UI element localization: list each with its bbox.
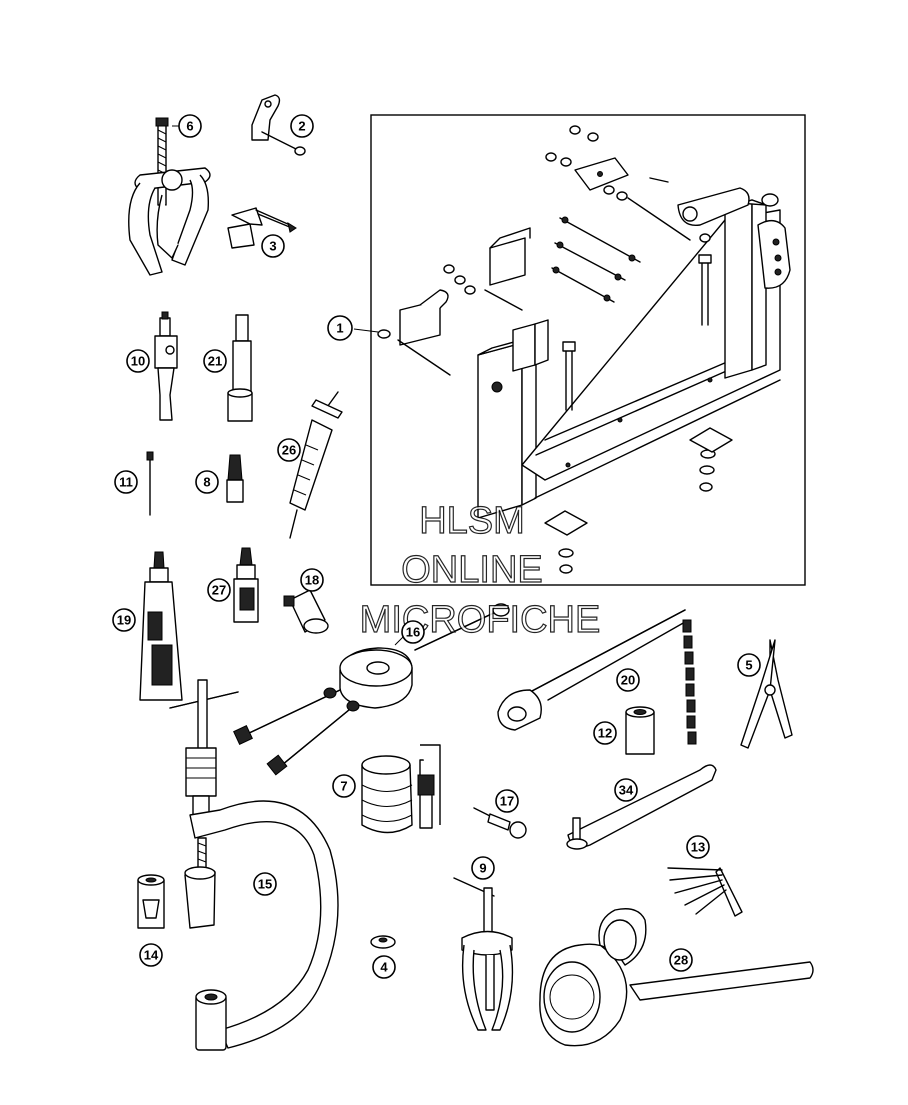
callout-12-label: 12 (598, 726, 612, 741)
part-19-tube (139, 551, 183, 701)
callout-19: 19 (112, 608, 136, 632)
callout-12: 12 (593, 721, 617, 745)
callout-5-label: 5 (745, 658, 752, 673)
callout-17-label: 17 (500, 794, 514, 809)
callout-28: 28 (669, 948, 693, 972)
chain (682, 619, 697, 745)
callout-26-label: 26 (282, 443, 296, 458)
callout-18: 18 (300, 568, 324, 592)
part-20-chain-tool (497, 609, 697, 745)
watermark-line-2: ONLINE (401, 549, 542, 591)
part-14-adapter (137, 874, 165, 929)
callout-3-label: 3 (269, 239, 276, 254)
part-17-pin-tool (473, 807, 527, 839)
callout-5: 5 (737, 653, 761, 677)
callout-15-label: 15 (258, 877, 272, 892)
callout-14: 14 (139, 943, 163, 967)
part-16-holder (233, 603, 510, 776)
part-28-clutch-holder (539, 908, 814, 1047)
callout-6-label: 6 (186, 119, 193, 134)
callout-18-label: 18 (305, 573, 319, 588)
part-10-tool (154, 311, 178, 421)
part-26-syringe (289, 391, 343, 539)
callout-27: 27 (207, 578, 231, 602)
callout-34: 34 (614, 778, 638, 802)
watermark-line-1: HLSM (419, 500, 525, 542)
callout-27-label: 27 (212, 583, 226, 598)
callout-2-label: 2 (298, 119, 305, 134)
callout-4: 4 (372, 955, 396, 979)
part-27-bottle (233, 547, 259, 623)
part-4-washer (370, 935, 396, 949)
callout-10: 10 (126, 349, 150, 373)
threaded-rods (551, 197, 691, 303)
callout-20: 20 (616, 668, 640, 692)
part-15-spring-compressor (169, 679, 339, 1051)
callout-1-label: 1 (336, 321, 343, 336)
callout-19-label: 19 (117, 613, 131, 628)
part-9-puller (453, 877, 514, 1031)
callout-34-label: 34 (619, 783, 634, 798)
callout-28-label: 28 (674, 953, 688, 968)
part-7-ring-compressor (361, 744, 441, 834)
callout-15: 15 (253, 872, 277, 896)
callout-8: 8 (195, 470, 219, 494)
callout-9-label: 9 (479, 861, 486, 876)
part-8-nozzle (226, 454, 244, 503)
callout-4-label: 4 (380, 960, 388, 975)
part-12-sleeve (625, 706, 655, 755)
callout-7: 7 (332, 774, 356, 798)
callout-26: 26 (277, 438, 301, 462)
callout-2: 2 (290, 114, 314, 138)
part-34-wrench (566, 764, 717, 850)
washers (377, 125, 716, 574)
callout-16: 16 (401, 620, 425, 644)
part-13-hex-keys (667, 867, 743, 917)
callout-16-label: 16 (406, 625, 420, 640)
part-6-puller (128, 117, 211, 276)
callout-13: 13 (686, 835, 710, 859)
callout-9: 9 (471, 856, 495, 880)
callout-3: 3 (261, 234, 285, 258)
part-5-pliers (740, 639, 793, 749)
callout-11: 11 (114, 470, 138, 494)
callout-21: 21 (203, 349, 227, 373)
watermark: HLSM ONLINE MICROFICHE (359, 499, 601, 641)
part-21-tool (227, 314, 253, 422)
callout-1: 1 (327, 315, 353, 341)
part-11-pin (146, 451, 154, 516)
callouts: 1 2 3 4 5 6 7 8 9 10 11 12 13 14 15 16 1… (112, 114, 761, 979)
callout-17: 17 (495, 789, 519, 813)
callout-14-label: 14 (144, 948, 159, 963)
part-1-engine-stand (370, 114, 806, 586)
callout-13-label: 13 (691, 840, 705, 855)
callout-8-label: 8 (203, 475, 210, 490)
part-18-adapter (283, 589, 329, 634)
part-3-block (227, 207, 297, 249)
callout-11-label: 11 (119, 475, 133, 490)
callout-7-label: 7 (340, 779, 347, 794)
watermark-line-3: MICROFICHE (360, 599, 601, 641)
callout-6: 6 (178, 114, 202, 138)
callout-20-label: 20 (621, 673, 635, 688)
callout-21-label: 21 (208, 354, 222, 369)
callout-10-label: 10 (131, 354, 145, 369)
part-2-bracket (251, 94, 306, 156)
